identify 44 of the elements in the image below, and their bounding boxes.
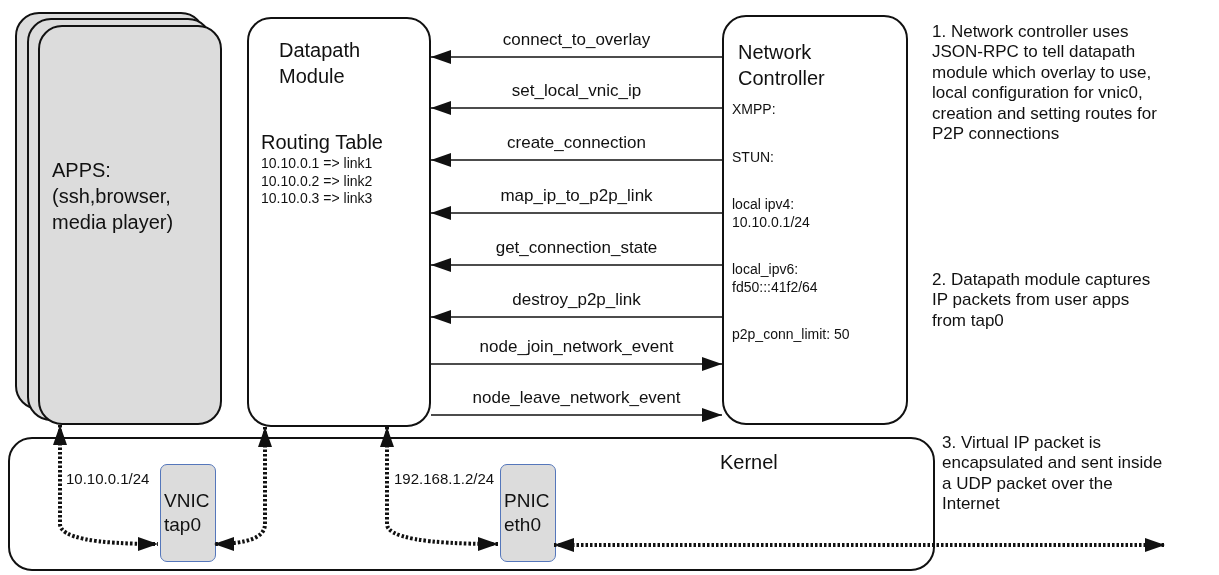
config-text: local_ipv6: fd50:::41f2/64: [732, 261, 819, 296]
arrow: [430, 101, 723, 115]
kernel-box: [8, 437, 935, 571]
arrow: [430, 310, 723, 324]
table-row-text: 10.10.0.2 => link2: [261, 172, 374, 190]
arrow: [430, 206, 723, 220]
nic-box: PNIC eth0: [500, 464, 556, 562]
dotted-arrow: [53, 425, 159, 551]
note-text: 3. Virtual IP packet is encapsulated and sent inside a UDP packet over the Internet: [942, 433, 1164, 515]
note-text: 1. Network controller uses JSON-RPC to tell datapath module which overlay to use, local configuration for vnic0, creation and setting routes for P2P connections: [932, 22, 1158, 145]
dotted-arrow: [380, 427, 498, 551]
config-text: p2p_conn_limit: 50: [732, 326, 851, 344]
stacked-app-cards: [15, 12, 222, 425]
module-box: [722, 15, 908, 425]
edge-label: destroy_p2p_link: [510, 290, 643, 310]
arrow: [430, 50, 723, 64]
edge-label: create_connection: [505, 133, 648, 153]
config-text: XMPP:: [732, 101, 777, 119]
controller-title: Network Controller: [738, 40, 826, 91]
table-row-text: 10.10.0.1 => link1: [261, 155, 374, 173]
table-title: Routing Table: [261, 130, 384, 155]
arrow: [430, 258, 723, 272]
config-text: local ipv4: 10.10.0.1/24: [732, 196, 811, 231]
dotted-arrow: [554, 538, 1165, 552]
config-text: STUN:: [732, 148, 775, 166]
dotted-arrow: [213, 427, 272, 551]
address-label: 192.168.1.2/24: [394, 470, 495, 487]
note-text: 2. Datapath module captures IP packets from user apps from tap0: [932, 270, 1152, 332]
nic-box: VNIC tap0: [160, 464, 216, 562]
arrow: [430, 153, 723, 167]
edge-label: set_local_vnic_ip: [509, 81, 644, 101]
module-box: [247, 17, 431, 427]
arrow: [430, 357, 723, 371]
apps-text: APPS: (ssh,browser, media player): [52, 158, 175, 235]
edge-label: node_join_network_event: [477, 337, 676, 357]
module-title: Datapath Module: [279, 38, 362, 89]
edge-label: map_ip_to_p2p_link: [498, 186, 655, 206]
edge-label: get_connection_state: [493, 238, 660, 258]
kernel-title: Kernel: [720, 450, 779, 475]
table-row-text: 10.10.0.3 => link3: [261, 190, 374, 208]
edge-label: connect_to_overlay: [500, 30, 653, 50]
address-label: 10.10.0.1/24: [66, 470, 150, 487]
arrow: [430, 408, 723, 422]
edge-label: node_leave_network_event: [470, 388, 683, 408]
